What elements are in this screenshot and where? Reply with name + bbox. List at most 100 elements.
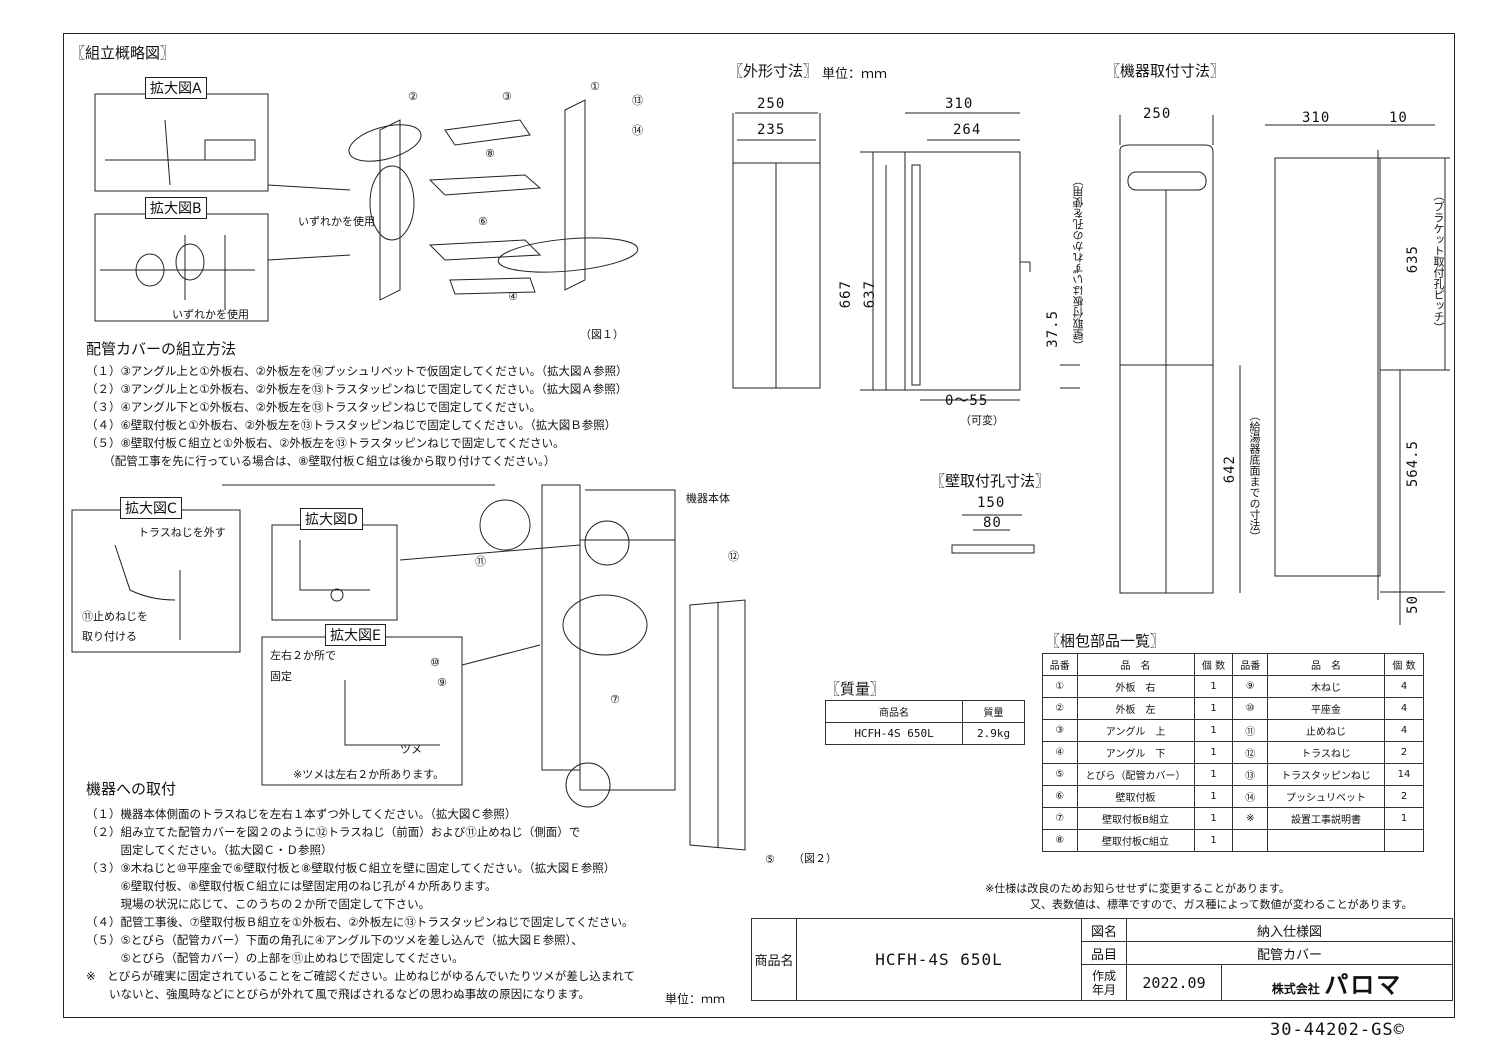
assembly-title: 〖組立概略図〗 — [70, 44, 176, 62]
mass-product: HCFH-4S 650L — [824, 722, 964, 745]
table-cell — [1232, 829, 1269, 852]
table-cell: 1 — [1193, 763, 1234, 786]
parts-header: 品番 — [1042, 653, 1078, 676]
table-cell: 1 — [1193, 697, 1234, 720]
table-cell: ⑨ — [1232, 675, 1269, 698]
dim-h1: 667 — [838, 280, 854, 309]
table-cell: ⑬ — [1232, 763, 1269, 786]
install-step: （５）⑤とびら（配管カバー）下面の角孔に④アングル下のツメを差し込んで（拡大図Ｅ… — [86, 933, 583, 947]
drawing-frame — [63, 33, 1455, 1018]
install-step: ⑤とびら（配管カバー）の上部を⑪止めねじで固定してください。 — [86, 951, 464, 965]
install-step: （３）⑨木ねじと⑩平座金で⑥壁取付板と⑧壁取付板Ｃ組立を壁に固定してください。（… — [86, 861, 616, 875]
outer-dims-title: 〖外形寸法〗 — [728, 62, 819, 80]
table-cell: プッシュリベット — [1267, 785, 1386, 808]
item-label: 品目 — [1081, 941, 1127, 965]
part-marker-8: ⑧ — [485, 147, 495, 160]
table-cell: 壁取付板C組立 — [1076, 829, 1195, 852]
install-step: （１）機器本体側面のトラスねじを左右１本ずつ外してください。（拡大図Ｃ参照） — [86, 807, 517, 821]
dim-hole-w1: 150 — [977, 495, 1006, 511]
zoom-b-label: 拡大図B — [145, 197, 207, 219]
dim-hole-w2: 80 — [983, 515, 1002, 531]
table-cell: 壁取付板 — [1076, 785, 1195, 808]
install-step: ⑥壁取付板、⑧壁取付板Ｃ組立には壁固定用のねじ孔が４か所あります。 — [86, 879, 497, 893]
table-cell: 止めねじ — [1267, 719, 1386, 742]
table-cell: ⑥ — [1042, 785, 1078, 808]
table-cell: トラスねじ — [1267, 741, 1386, 764]
parts-header: 品番 — [1232, 653, 1269, 676]
install-unit-label: 単位：ｍｍ — [665, 992, 726, 1006]
table-cell: 1 — [1384, 807, 1424, 830]
assembly-step: （２）③アングル上と①外板右、②外板左を⑬トラスタッピンねじで固定してください。… — [86, 382, 628, 396]
parts-header: 個 数 — [1193, 653, 1234, 676]
table-cell: ⑩ — [1232, 697, 1269, 720]
table-cell: 1 — [1193, 829, 1234, 852]
table-cell: ⑧ — [1042, 829, 1078, 852]
left-right-2-label: 左右２か所で — [270, 649, 336, 662]
part-marker-2: ② — [408, 90, 418, 103]
dim-front-w2: 235 — [757, 122, 786, 138]
table-cell: 1 — [1193, 675, 1234, 698]
dim-mount-635: 635 — [1405, 245, 1421, 274]
part-marker-9: ⑨ — [437, 676, 447, 689]
zoom-d-label: 拡大図D — [300, 508, 363, 530]
table-cell: アングル 下 — [1076, 741, 1195, 764]
dim-mount-642-note: （給湯器底面までの寸法） — [1248, 410, 1261, 542]
zoom-a-label: 拡大図A — [145, 77, 207, 99]
parts-header: 品 名 — [1267, 653, 1386, 676]
install-method-title: 機器への取付 — [86, 780, 177, 798]
spec-note-2: 又、表数値は、標準ですので、ガス種によって数値が変わることがあります。 — [1030, 898, 1413, 911]
dim-mount-w3: 10 — [1389, 110, 1408, 126]
table-cell: とびら（配管カバー） — [1076, 763, 1195, 786]
either-use-b-label: いずれかを使用 — [172, 308, 249, 321]
zoom-c-label: 拡大図C — [120, 497, 182, 519]
table-cell: ⑭ — [1232, 785, 1269, 808]
table-cell: 14 — [1384, 763, 1424, 786]
dim-h2: 637 — [862, 280, 878, 309]
assembly-method-title: 配管カバーの組立方法 — [86, 340, 237, 358]
table-cell: ⑫ — [1232, 741, 1269, 764]
install-step: 固定してください。（拡大図Ｃ・Ｄ参照） — [86, 843, 333, 857]
table-cell — [1384, 829, 1424, 852]
part-marker-1: ① — [590, 80, 600, 93]
table-cell: 1 — [1193, 719, 1234, 742]
part-marker-12: ⑫ — [728, 550, 739, 563]
product-name: HCFH-4S 650L — [796, 918, 1082, 1001]
part-marker-11: ⑪ — [475, 555, 486, 568]
dim-mount-635-note: （ブラケット取付孔ピッチ） — [1432, 190, 1445, 333]
part-marker-14: ⑭ — [632, 124, 643, 137]
fig1-label: （図１） — [580, 328, 624, 341]
table-cell: 外板 左 — [1076, 697, 1195, 720]
dim-37-5: 37.5 — [1045, 310, 1061, 348]
dim-front-w1: 250 — [757, 96, 786, 112]
part-marker-4: ④ — [508, 290, 518, 303]
unit-label: 単位：ｍｍ — [822, 67, 888, 82]
dim-side-w2: 264 — [953, 122, 982, 138]
attach-stop-screw-label-1: ⑪止めねじを — [82, 610, 148, 623]
table-cell: アングル 上 — [1076, 719, 1195, 742]
install-method-steps: （１）機器本体側面のトラスねじを左右１本ずつ外してください。（拡大図Ｃ参照） （… — [86, 805, 635, 1003]
parts-list-title: 〖梱包部品一覧〗 — [1045, 632, 1166, 650]
mass-header-mass: 質量 — [962, 700, 1025, 723]
remove-truss-screw-label: トラスねじを外す — [138, 526, 226, 539]
mass-header-name: 商品名 — [824, 700, 964, 723]
table-cell: 設置工事説明書 — [1267, 807, 1386, 830]
part-marker-6: ⑥ — [478, 215, 488, 228]
table-cell: ② — [1042, 697, 1078, 720]
table-cell: トラスタッピンねじ — [1267, 763, 1386, 786]
part-marker-10: ⑩ — [430, 656, 440, 669]
either-use-label: いずれかを使用 — [298, 215, 375, 228]
parts-header: 個 数 — [1384, 653, 1424, 676]
table-cell: 木ねじ — [1267, 675, 1386, 698]
assembly-step: （配管工事を先に行っている場合は、⑧壁取付板Ｃ組立は後から取り付けてください。） — [86, 454, 556, 468]
brand-name: パロマ — [1324, 971, 1403, 999]
part-marker-5: ⑤ — [765, 853, 775, 866]
table-cell: ③ — [1042, 719, 1078, 742]
date-label: 作成 年月 — [1081, 964, 1127, 1001]
install-step: 現場の状況に応じて、このうちの２か所で固定して下さい。 — [86, 897, 431, 911]
